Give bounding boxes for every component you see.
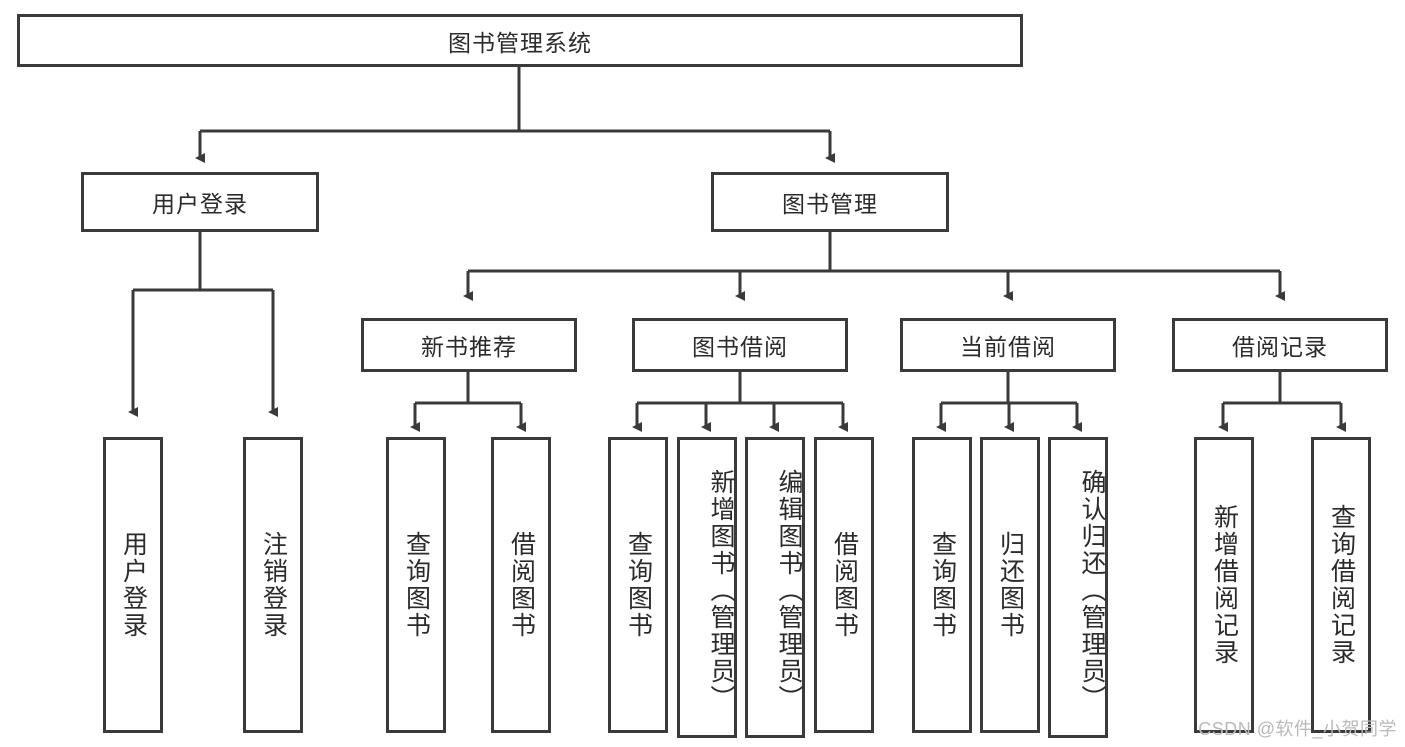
leaf-confirm-return[interactable]: 确认归还（管理员） bbox=[1048, 437, 1108, 738]
leaf-edit-book-label: 编辑图书（管理员） bbox=[775, 469, 803, 712]
node-borrow-record-label: 借阅记录 bbox=[1232, 334, 1328, 360]
leaf-confirm-return-label: 确认归还（管理员） bbox=[1078, 469, 1106, 712]
leaf-user-logout-label: 注销登录 bbox=[259, 531, 288, 639]
leaf-user-logout[interactable]: 注销登录 bbox=[243, 437, 303, 733]
leaf-return-book[interactable]: 归还图书 bbox=[980, 437, 1040, 733]
node-current-borrow-label: 当前借阅 bbox=[960, 334, 1056, 360]
node-book-manage[interactable]: 图书管理 bbox=[711, 172, 949, 232]
node-book-manage-label: 图书管理 bbox=[782, 191, 878, 217]
leaf-add-record-label: 新增借阅记录 bbox=[1210, 504, 1239, 666]
leaf-query-book-1-label: 查询图书 bbox=[402, 531, 431, 639]
leaf-return-book-label: 归还图书 bbox=[996, 531, 1025, 639]
node-book-borrow-label: 图书借阅 bbox=[692, 334, 788, 360]
leaf-add-book[interactable]: 新增图书（管理员） bbox=[677, 437, 737, 738]
leaf-user-login[interactable]: 用户登录 bbox=[103, 437, 163, 733]
leaf-borrow-book-2-label: 借阅图书 bbox=[830, 531, 859, 639]
node-new-book-recommend-label: 新书推荐 bbox=[421, 334, 517, 360]
node-new-book-recommend[interactable]: 新书推荐 bbox=[361, 318, 577, 372]
node-current-borrow[interactable]: 当前借阅 bbox=[900, 318, 1116, 372]
node-root-label: 图书管理系统 bbox=[448, 29, 592, 56]
csdn-watermark: CSDN @软件_小贺同学 bbox=[1198, 719, 1397, 739]
node-user-login-label: 用户登录 bbox=[152, 191, 248, 217]
leaf-query-book-3-label: 查询图书 bbox=[928, 531, 957, 639]
leaf-query-book-3[interactable]: 查询图书 bbox=[912, 437, 972, 733]
leaf-user-login-label: 用户登录 bbox=[119, 531, 148, 639]
node-borrow-record[interactable]: 借阅记录 bbox=[1172, 318, 1388, 372]
leaf-add-book-label: 新增图书（管理员） bbox=[707, 469, 735, 712]
leaf-borrow-book-2[interactable]: 借阅图书 bbox=[814, 437, 874, 733]
node-user-login[interactable]: 用户登录 bbox=[81, 172, 319, 232]
leaf-query-record-label: 查询借阅记录 bbox=[1327, 504, 1356, 666]
leaf-query-book-2[interactable]: 查询图书 bbox=[608, 437, 668, 733]
leaf-query-book-2-label: 查询图书 bbox=[624, 531, 653, 639]
leaf-add-record[interactable]: 新增借阅记录 bbox=[1194, 437, 1254, 733]
leaf-borrow-book-1-label: 借阅图书 bbox=[507, 531, 536, 639]
leaf-query-record[interactable]: 查询借阅记录 bbox=[1311, 437, 1371, 733]
node-book-borrow[interactable]: 图书借阅 bbox=[632, 318, 848, 372]
leaf-borrow-book-1[interactable]: 借阅图书 bbox=[491, 437, 551, 733]
node-root[interactable]: 图书管理系统 bbox=[17, 14, 1023, 67]
leaf-query-book-1[interactable]: 查询图书 bbox=[386, 437, 446, 733]
leaf-edit-book[interactable]: 编辑图书（管理员） bbox=[745, 437, 805, 738]
